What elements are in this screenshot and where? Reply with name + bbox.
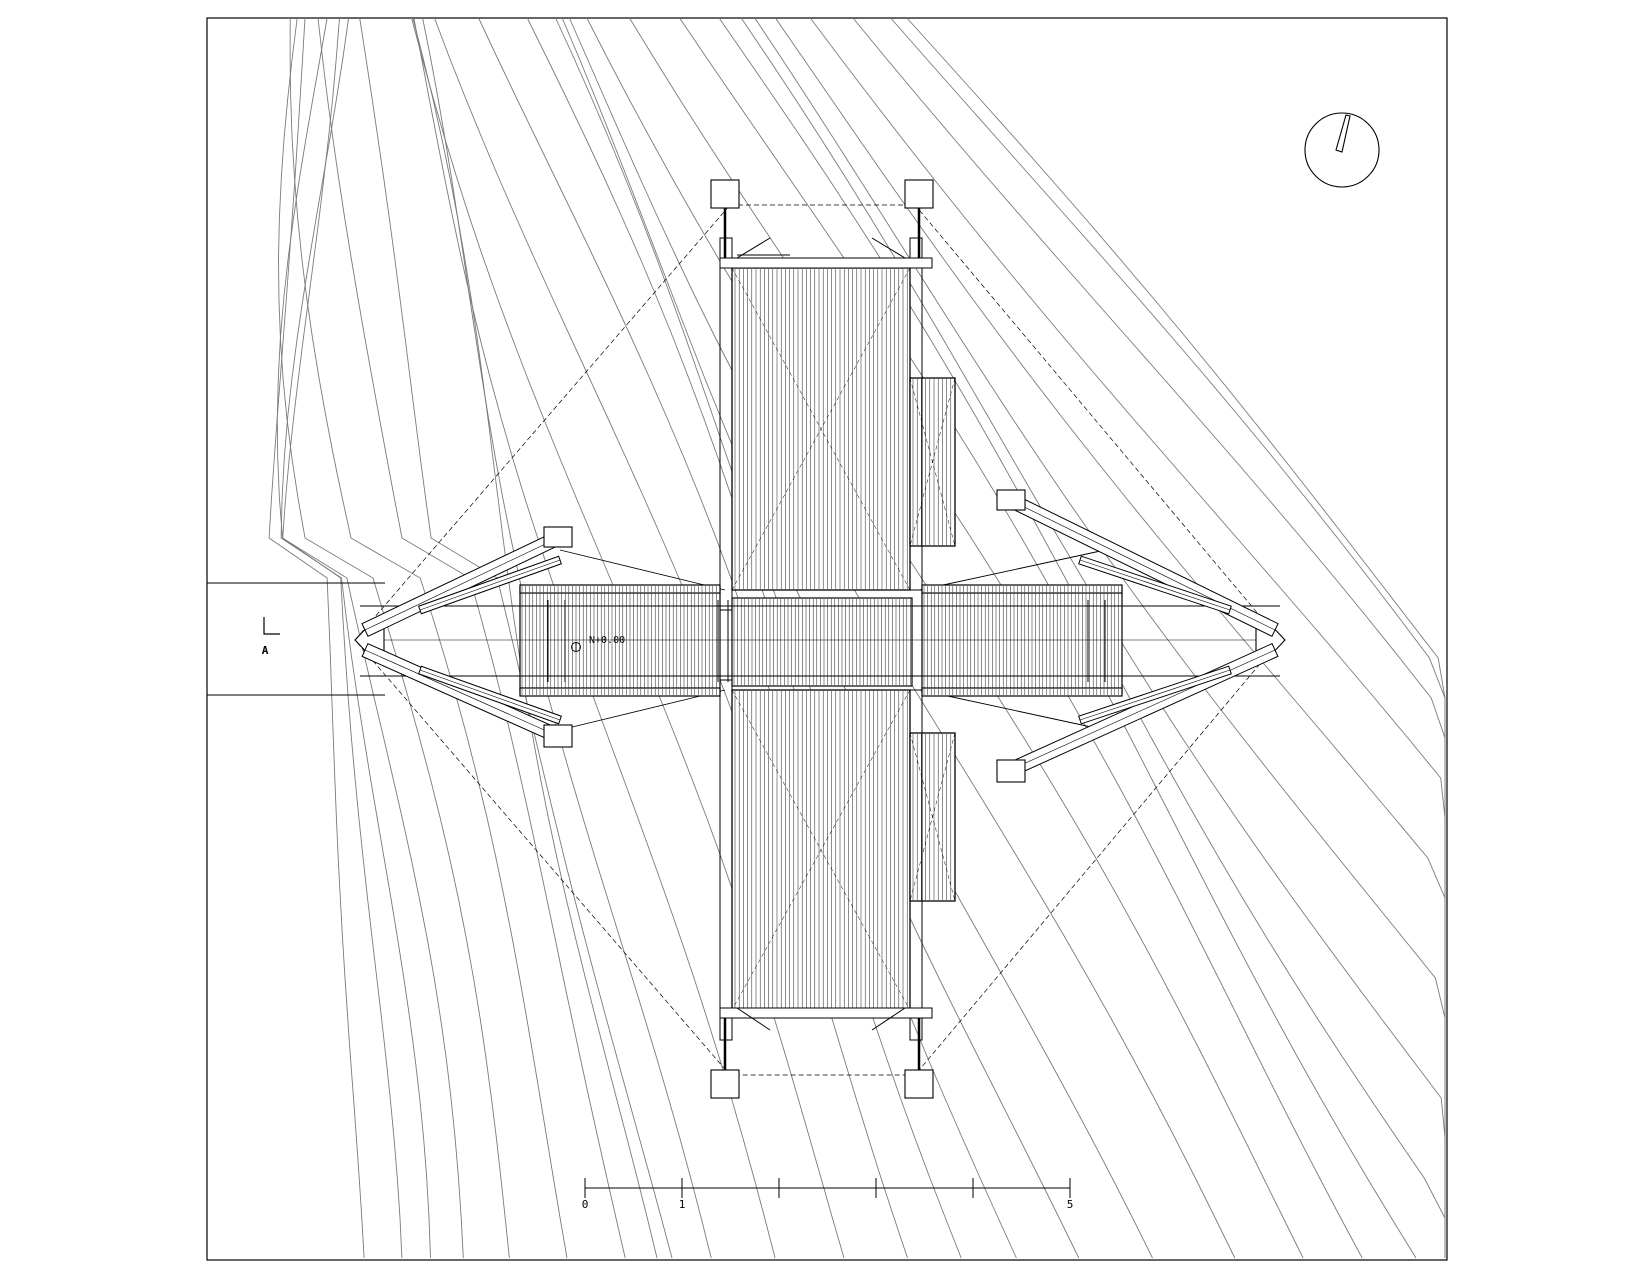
deck-end-beam <box>719 1007 933 1019</box>
section-cut-icon <box>263 617 280 635</box>
scale-label-5: 5 <box>1067 1198 1074 1211</box>
deck-platforms <box>719 208 956 1070</box>
arm-centerline <box>1009 649 1276 771</box>
walkway-center <box>731 597 913 687</box>
arm-centerline <box>364 536 561 631</box>
deck-end-beam <box>719 257 933 269</box>
section-marker-label: A <box>262 644 269 657</box>
contour-line <box>280 17 431 1259</box>
deck-rail <box>909 237 923 591</box>
deck-gusset <box>871 237 906 259</box>
walkway-west-edge <box>519 584 721 594</box>
deck-diagonal <box>909 377 956 547</box>
scale-bar <box>584 1178 1071 1198</box>
deck-gusset <box>736 237 771 259</box>
contour-line <box>278 17 510 1259</box>
walkway-west-edge <box>519 687 721 697</box>
diagonal-arms <box>361 493 1279 778</box>
access-path <box>207 582 385 696</box>
level-datum-icon <box>571 642 581 652</box>
deck-diagonal <box>909 732 956 902</box>
contour-line <box>268 17 365 1259</box>
arm-centerline <box>419 559 561 611</box>
contour-line <box>282 17 403 1259</box>
level-mark-label: N+0.00 <box>589 635 625 646</box>
contour-line <box>906 17 1446 1258</box>
deck-gusset <box>736 1007 771 1031</box>
drawing-frame <box>206 17 1448 1261</box>
central-walkway <box>354 584 1286 697</box>
north-arrow-icon <box>1304 112 1380 188</box>
anchor-blocks <box>543 179 1026 1099</box>
arm-centerline <box>419 669 561 721</box>
deck-diagonal <box>731 689 911 1011</box>
walkway-east-edge <box>921 584 1123 594</box>
arm-centerline <box>1079 669 1231 721</box>
deck-gusset <box>871 1007 906 1031</box>
contour-line <box>359 17 673 1259</box>
arm-centerline <box>364 649 561 738</box>
contour-line <box>289 17 568 1259</box>
support-cables <box>559 254 1106 731</box>
scale-label-1: 1 <box>679 1198 686 1211</box>
walkway-east-edge <box>921 687 1123 697</box>
deck-rail <box>909 689 923 1041</box>
arm-centerline <box>1079 559 1231 611</box>
scale-label-0: 0 <box>582 1198 589 1211</box>
contour-line <box>317 17 626 1259</box>
deck-diagonal <box>731 267 911 591</box>
